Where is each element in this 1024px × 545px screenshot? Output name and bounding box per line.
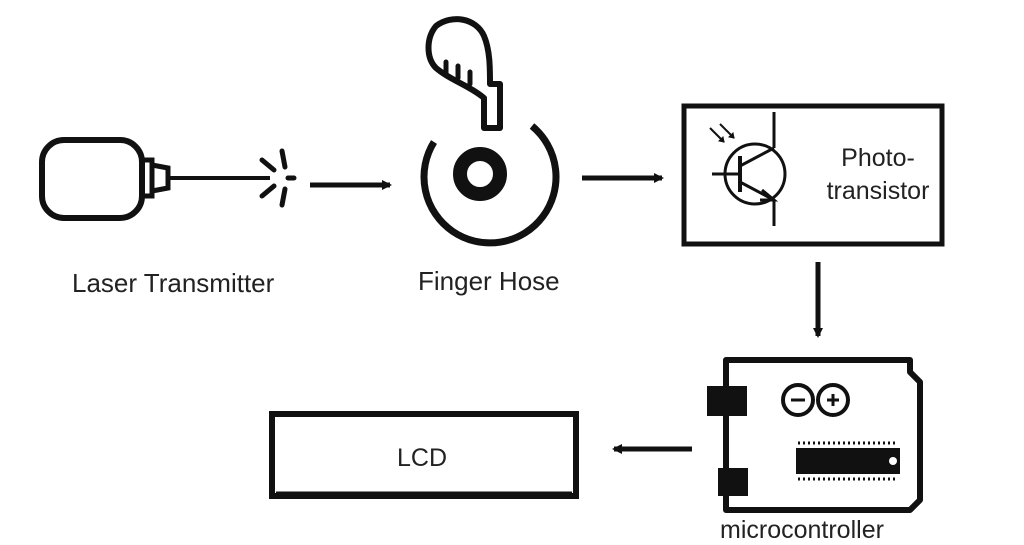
- laser-burst-icon: [259, 148, 297, 208]
- ring-icon: [420, 123, 560, 247]
- arduino-logo-icon: [781, 383, 850, 417]
- usb-port: [707, 386, 747, 416]
- phototransistor-label-line1: Photo-: [841, 144, 915, 172]
- microcontroller-label: microcontroller: [720, 516, 884, 544]
- phototransistor-label: Photo- transistor: [808, 142, 948, 208]
- laser-transmitter-label: Laser Transmitter: [72, 268, 275, 298]
- phototransistor-icon: [709, 112, 787, 226]
- finger-hose-label: Finger Hose: [418, 266, 560, 296]
- lcd-box: [269, 411, 579, 499]
- lcd-label: LCD: [396, 444, 447, 472]
- laser-module-icon: [39, 137, 270, 221]
- pointing-hand-icon: [425, 16, 503, 131]
- microcontroller-board: [707, 357, 923, 513]
- phototransistor-box: [681, 103, 945, 247]
- ic-chip-icon: [796, 441, 900, 481]
- phototransistor-label-line2: transistor: [826, 177, 930, 205]
- power-jack: [718, 468, 748, 496]
